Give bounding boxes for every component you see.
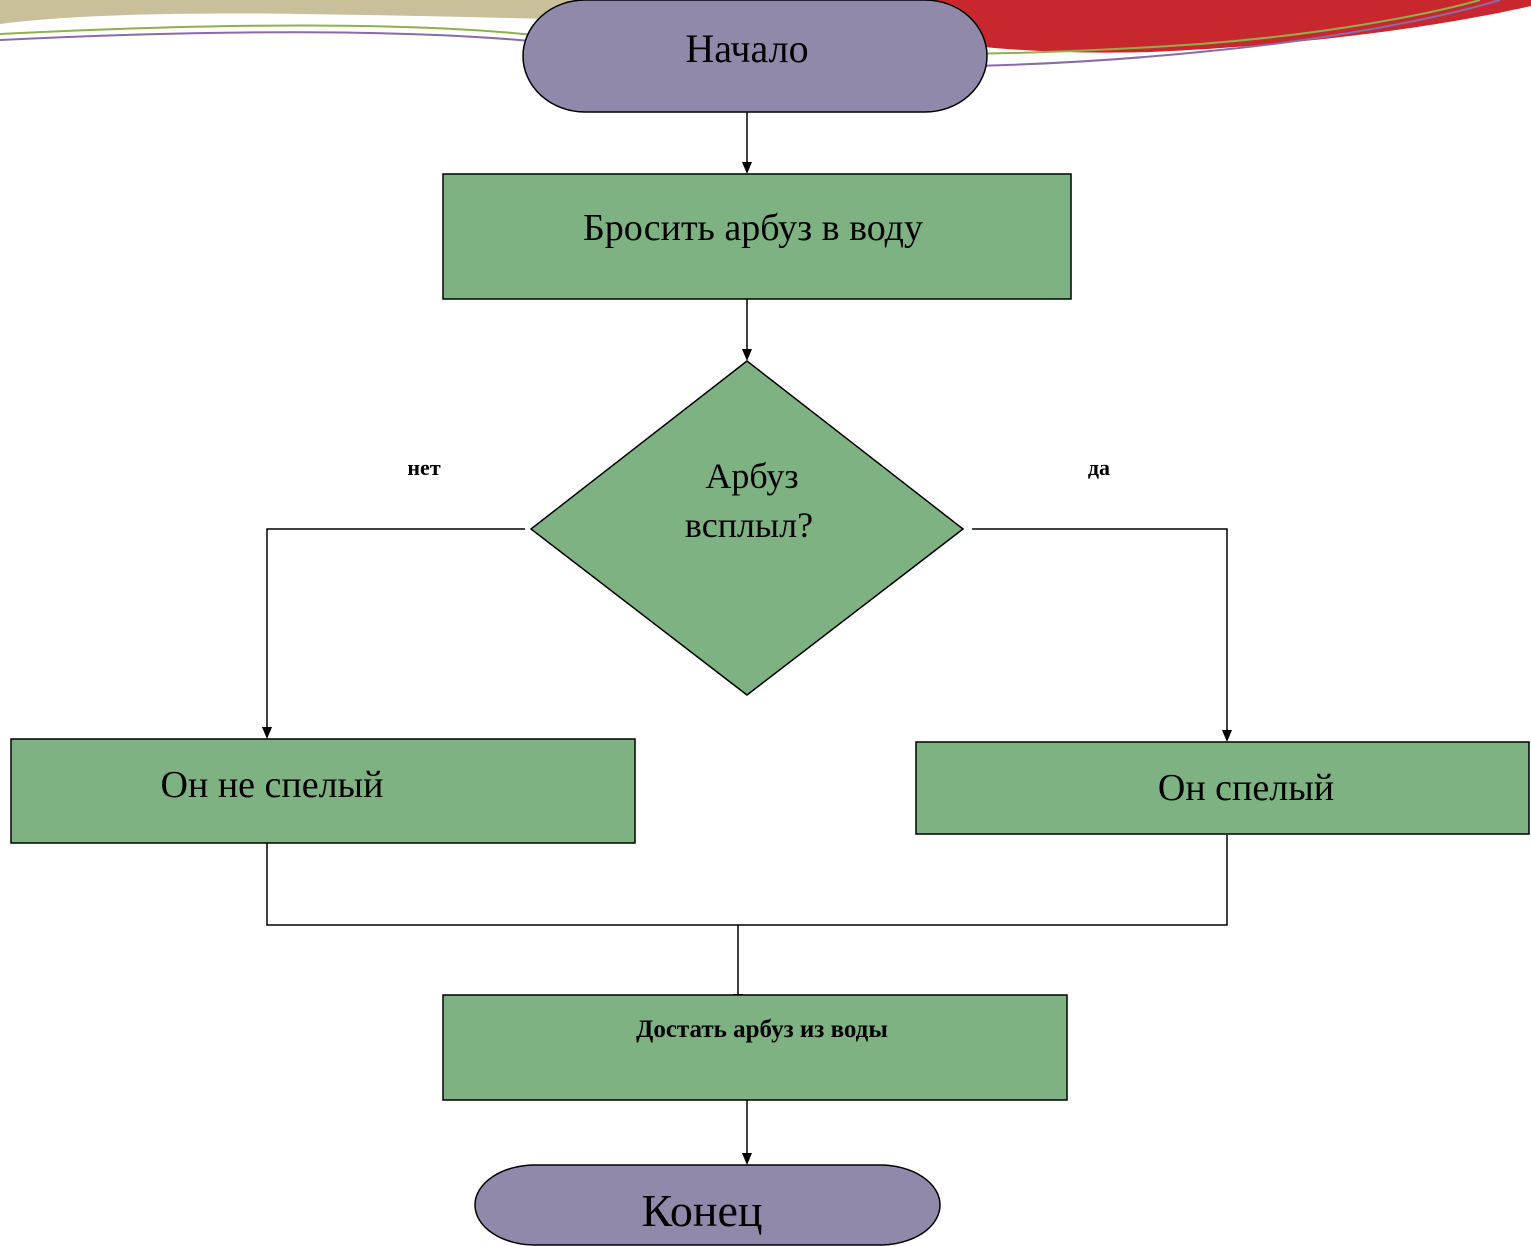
connector-merge: [266, 835, 1228, 926]
result-no-label: Он не спелый: [161, 764, 384, 806]
decision-node: Арбуз всплыл?: [529, 360, 965, 696]
branch-no-label: нет: [407, 455, 440, 480]
end-node: Конец: [474, 1164, 941, 1246]
result-no-node: Он не спелый: [10, 738, 636, 844]
final-step-box: [442, 994, 1068, 1101]
decision-label-line2: всплыл?: [685, 505, 813, 545]
result-yes-box: [915, 741, 1530, 835]
start-terminator-shape: [522, 0, 988, 113]
connectors: [266, 112, 1228, 1157]
arrowhead: [262, 727, 272, 739]
connector-decision-no-branch: [266, 528, 525, 730]
branch-yes-label: да: [1088, 455, 1110, 480]
decision-diamond: [529, 360, 965, 696]
arrowhead: [742, 1153, 752, 1165]
decision-label-line1: Арбуз: [705, 456, 798, 496]
final-step-label: Достать арбуз из воды: [636, 1016, 888, 1043]
start-node: Начало: [522, 0, 988, 113]
result-yes-node: Он спелый: [915, 741, 1530, 835]
arrowhead: [742, 162, 752, 174]
step1-label: Бросить арбуз в воду: [583, 207, 923, 249]
step1-node: Бросить арбуз в воду: [442, 173, 1072, 300]
start-label: Начало: [685, 26, 808, 71]
step1-box: [442, 173, 1072, 300]
arrowhead: [742, 349, 752, 361]
arrowhead: [1222, 730, 1232, 742]
result-no-box: [10, 738, 636, 844]
end-terminator-shape: [474, 1164, 941, 1246]
final-step-node: Достать арбуз из воды: [442, 994, 1068, 1101]
connector-decision-yes-branch: [972, 528, 1228, 734]
end-label: Конец: [641, 1185, 762, 1236]
result-yes-label: Он спелый: [1158, 767, 1334, 809]
